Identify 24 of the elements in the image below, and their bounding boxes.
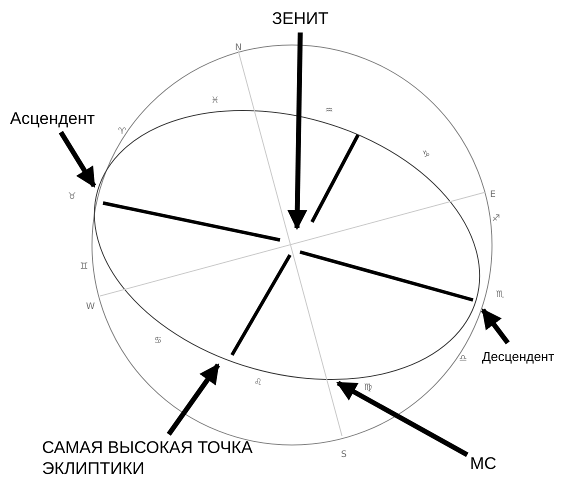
callout-text: САМАЯ ВЫСОКАЯ ТОЧКА ЭКЛИПТИКИ: [42, 437, 262, 479]
sky-marker-label: E: [490, 190, 496, 200]
sky-marker-label: ♈: [118, 127, 126, 137]
sky-marker-label: ♐: [492, 214, 500, 224]
sky-marker-label: W: [86, 302, 95, 312]
leader-arrow: [336, 380, 468, 457]
callout-text: Десцендент: [482, 346, 554, 367]
sky-marker-label: ♊: [80, 262, 88, 272]
leader-arrow: [481, 308, 510, 344]
sky-marker-label: ♉: [68, 192, 76, 202]
sky-marker-label: ♑: [422, 150, 430, 160]
sky-marker-label: N: [235, 43, 242, 53]
callout-text: ЗЕНИТ: [272, 8, 328, 29]
sky-marker-label: ♏: [496, 290, 504, 300]
sky-marker-label: S: [341, 450, 347, 460]
sky-marker-label: ♎: [459, 354, 468, 364]
sky-marker-label: ♌: [254, 378, 262, 388]
sky-marker-label: ♒: [325, 106, 334, 116]
sky-marker-label: ♍: [364, 383, 372, 393]
leader-arrow: [58, 130, 96, 188]
sky-marker-label: ♋: [154, 336, 162, 346]
sky-marker-label: ♓: [211, 96, 220, 106]
callout-text: Асцендент: [10, 108, 95, 129]
callout-text: МС: [470, 453, 496, 474]
